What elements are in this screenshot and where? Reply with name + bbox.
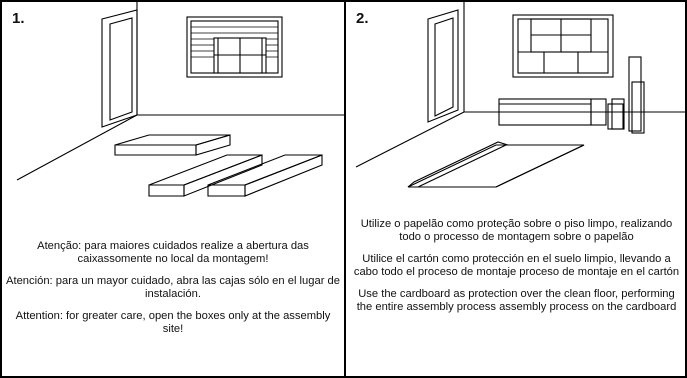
cardboard-sheet-icon xyxy=(407,141,585,188)
box-icon xyxy=(607,98,625,130)
box-icon xyxy=(590,98,607,126)
text-pt: Atenção: para maiores cuidados realize a… xyxy=(37,240,309,265)
box-icon xyxy=(114,134,231,156)
room-illustration-boxes xyxy=(16,2,344,197)
step-number-1: 1. xyxy=(12,10,25,27)
door-icon xyxy=(427,9,459,123)
panel-step-1: 1. xyxy=(2,2,344,376)
panel-step-2: 2. xyxy=(344,2,687,376)
door-icon xyxy=(101,9,138,128)
box-icon xyxy=(628,56,645,134)
text-es: Utilice el cartón como protección en el … xyxy=(353,253,680,278)
instruction-text-2: Utilize o papelão como proteção sobre o … xyxy=(350,218,683,323)
text-en: Attention: for greater care, open the bo… xyxy=(15,310,331,335)
text-es: Atención: para un mayor cuidado, abra la… xyxy=(6,275,340,300)
window-icon xyxy=(186,16,283,78)
text-en: Use the cardboard as protection over the… xyxy=(356,288,677,313)
box-icon xyxy=(148,154,263,197)
window-icon xyxy=(512,14,614,78)
instruction-text-1: Atenção: para maiores cuidados realize a… xyxy=(6,240,340,345)
room-illustration-cardboard xyxy=(355,2,687,188)
text-pt: Utilize o papelão como proteção sobre o … xyxy=(360,218,673,243)
box-icon xyxy=(207,154,323,197)
step-number-2: 2. xyxy=(356,10,369,27)
